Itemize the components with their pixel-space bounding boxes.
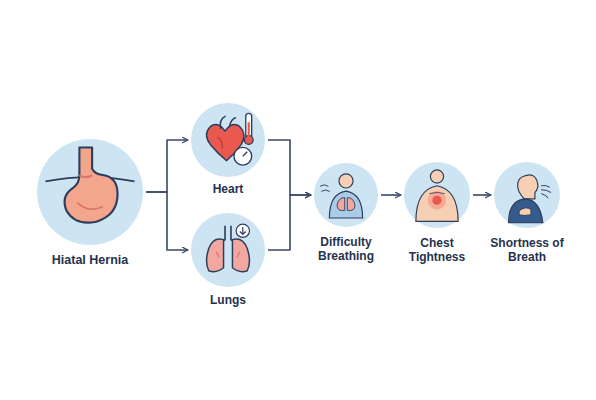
flow-arrow xyxy=(268,140,311,195)
flow-arrow xyxy=(381,194,401,196)
node-illustration xyxy=(314,163,378,227)
node-label: Heart xyxy=(183,182,273,196)
flow-arrow xyxy=(146,140,188,192)
lungs-node: Lungs xyxy=(191,213,265,287)
symptom-node: Difficulty Breathing xyxy=(314,163,378,227)
node-illustration xyxy=(191,213,265,287)
node-label: Lungs xyxy=(183,293,273,307)
node-illustration xyxy=(191,103,265,177)
node-illustration xyxy=(404,162,470,228)
hernia-node: Hiatal Hernia xyxy=(37,139,143,245)
node-label: Hiatal Hernia xyxy=(25,253,155,267)
node-illustration xyxy=(494,162,560,228)
symptom-node: Chest Tightness xyxy=(404,162,470,228)
node-illustration xyxy=(37,139,143,245)
flow-arrow xyxy=(268,195,311,250)
node-label: Difficulty Breathing xyxy=(303,235,389,263)
symptom-node: Shortness of Breath xyxy=(494,162,560,228)
flow-arrow xyxy=(146,192,188,250)
node-label: Chest Tightness xyxy=(394,236,480,264)
heart-node: Heart xyxy=(191,103,265,177)
flow-arrow xyxy=(473,194,491,196)
node-label: Shortness of Breath xyxy=(481,236,573,264)
